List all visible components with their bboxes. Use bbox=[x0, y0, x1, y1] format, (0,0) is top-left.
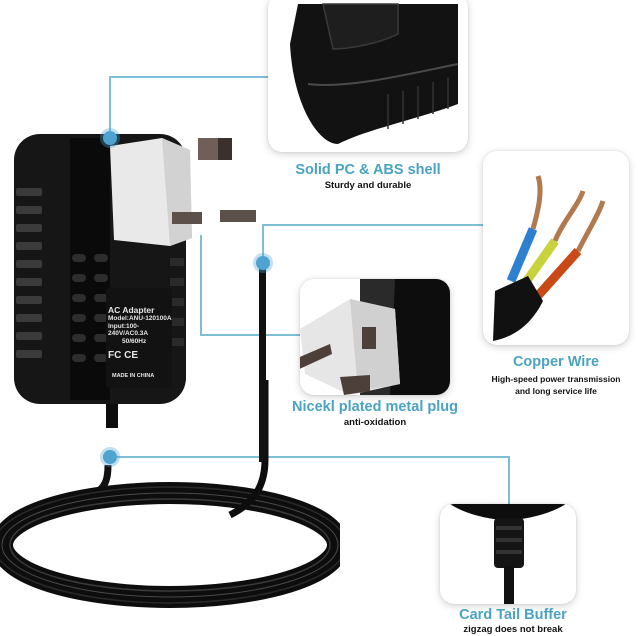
feature-card-copper-wire bbox=[483, 151, 629, 345]
strain-relief-closeup-image bbox=[450, 504, 566, 604]
feature-title-metal-plug: Nicekl plated metal plug bbox=[292, 399, 458, 415]
certification-marks: FC CE bbox=[108, 350, 138, 361]
feature-subtitle-shell: Sturdy and durable bbox=[324, 180, 412, 191]
callout-dot-shell bbox=[103, 131, 117, 145]
connector-line-wire-horizontal bbox=[262, 224, 484, 226]
feature-subtitle-tail-buffer: zigzag does not break bbox=[463, 624, 563, 635]
feature-card-tail-buffer bbox=[440, 504, 576, 604]
label-frequency: 50/60Hz bbox=[122, 337, 147, 345]
cable-coil-image bbox=[0, 380, 340, 608]
feature-title-copper-wire: Copper Wire bbox=[512, 354, 600, 370]
copper-wire-closeup-image bbox=[493, 175, 606, 341]
connector-line-buffer-vertical bbox=[508, 456, 510, 504]
feature-title-tail-buffer: Card Tail Buffer bbox=[459, 607, 567, 623]
feature-subtitle-copper-wire-line2: and long service life bbox=[515, 386, 597, 396]
label-model: Model:ANU-120100A bbox=[108, 315, 172, 322]
connector-line-buffer-horizontal bbox=[110, 456, 510, 458]
feature-subtitle-copper-wire-line1: High-speed power transmission bbox=[491, 374, 621, 384]
adapter-shell-closeup-image bbox=[290, 3, 459, 144]
feature-card-shell bbox=[268, 0, 468, 152]
feature-subtitle-metal-plug: anti-oxidation bbox=[343, 417, 407, 428]
adapter-body-image bbox=[14, 134, 256, 428]
uk-plug-closeup-image bbox=[300, 279, 450, 395]
connector-line-plug-vertical bbox=[200, 235, 202, 335]
connector-line-shell-vertical bbox=[109, 76, 111, 138]
connector-line-wire-vertical bbox=[262, 224, 264, 262]
adapter-rating-label: AC Adapter Model:ANU-120100A Input:100-2… bbox=[108, 306, 174, 381]
label-origin: MADE IN CHINA bbox=[112, 373, 155, 379]
callout-dot-wire bbox=[256, 256, 270, 270]
callout-dot-buffer bbox=[103, 450, 117, 464]
label-title: AC Adapter bbox=[108, 305, 155, 315]
feature-title-shell: Solid PC & ABS shell bbox=[295, 162, 441, 178]
connector-line-shell-horizontal bbox=[109, 76, 269, 78]
cable-upper-segment bbox=[259, 262, 266, 462]
feature-card-metal-plug bbox=[300, 279, 450, 395]
connector-line-plug-horizontal bbox=[200, 334, 300, 336]
label-input: Input:100-240V/AC0.3A bbox=[108, 322, 149, 338]
